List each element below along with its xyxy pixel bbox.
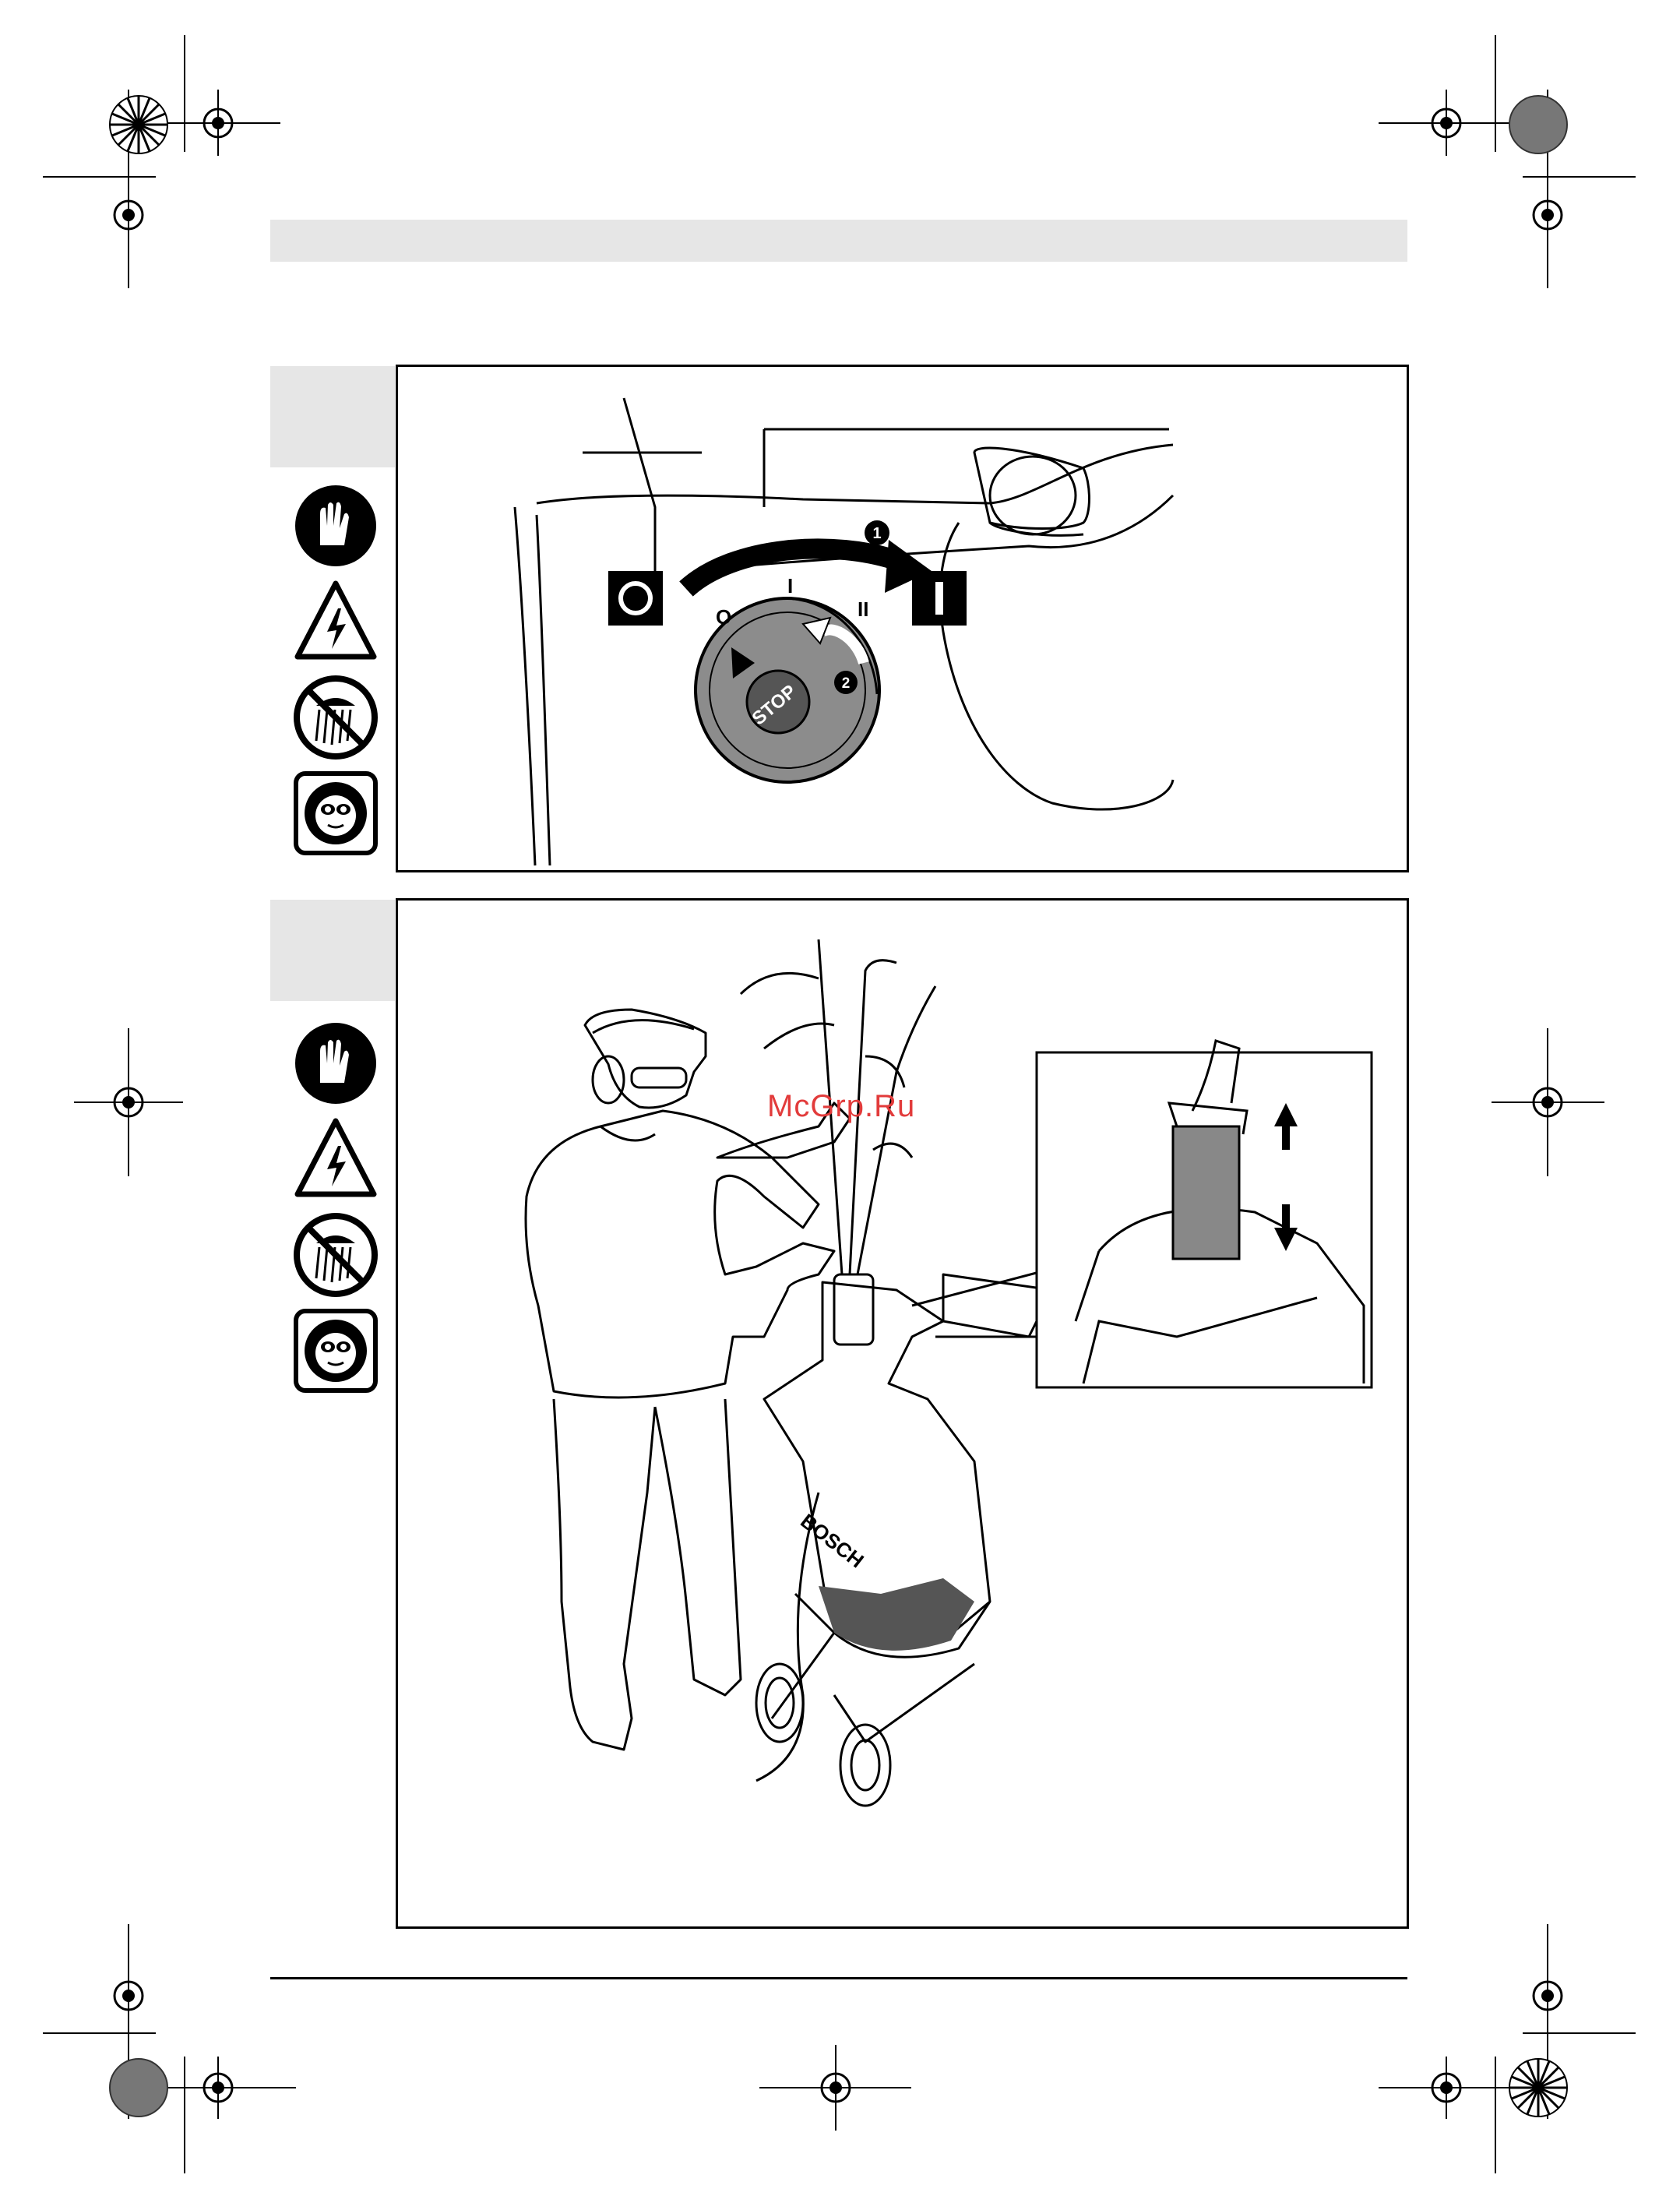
wheel-left xyxy=(756,1664,803,1742)
figure-2-frame: BOSCH xyxy=(396,898,1409,1929)
switch-illustration: 1 STOP 2 O I II xyxy=(398,367,1407,870)
density-mark xyxy=(1509,96,1567,153)
gloves-icon xyxy=(293,483,379,569)
callout-1: 1 xyxy=(865,520,889,545)
footer-rule xyxy=(270,1977,1407,1979)
svg-text:I: I xyxy=(787,574,793,597)
wheel-right xyxy=(840,1725,890,1806)
figure-1-frame: 1 STOP 2 O I II xyxy=(396,365,1409,872)
figure-2-safety-icons xyxy=(293,1020,379,1404)
ear-eye-protection-icon xyxy=(293,770,379,856)
svg-text:1: 1 xyxy=(872,525,881,542)
no-rain-icon xyxy=(293,1212,379,1298)
person-legs xyxy=(554,1399,655,1750)
ear-eye-protection-icon xyxy=(293,1308,379,1394)
switch-off-symbol xyxy=(608,571,663,626)
starburst-mark xyxy=(110,96,167,153)
watermark: McGrp.Ru xyxy=(767,1089,915,1124)
switch-on-symbol xyxy=(912,571,967,626)
no-rain-icon xyxy=(293,675,379,760)
feed-knob xyxy=(990,456,1076,534)
electric-shock-icon xyxy=(293,1116,379,1202)
svg-text:2: 2 xyxy=(842,675,851,692)
header-band xyxy=(270,220,1407,262)
svg-text:O: O xyxy=(716,605,731,629)
svg-text:II: II xyxy=(858,597,868,621)
figure-1-safety-icons xyxy=(293,483,379,866)
figure-1-tab xyxy=(270,366,395,467)
person-body xyxy=(526,1111,834,1398)
figure-2-tab xyxy=(270,900,395,1001)
gloves-icon xyxy=(293,1020,379,1106)
electric-shock-icon xyxy=(293,579,379,664)
operation-illustration: BOSCH xyxy=(398,901,1407,1926)
